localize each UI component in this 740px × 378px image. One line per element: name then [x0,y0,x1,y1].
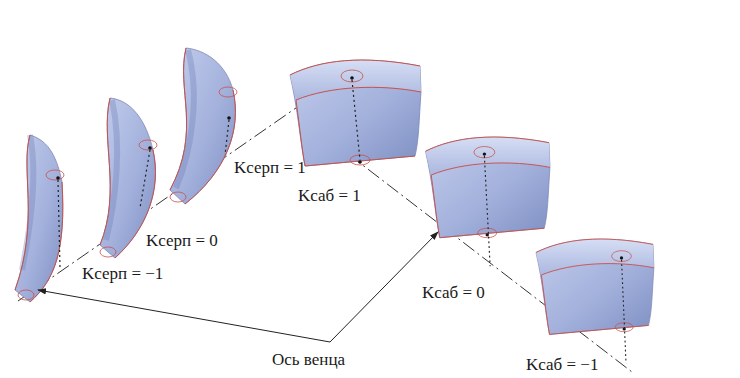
bow-blade [15,135,64,302]
bow-blade [170,48,237,204]
axis-pointer-arrow [38,232,438,342]
coefficient-label: Kсерп = 1 [234,158,306,178]
coefficient-label: Kсаб = −1 [526,355,598,375]
coefficient-label: Kсаб = 1 [298,186,361,206]
coefficient-label: Kсерп = −1 [82,264,163,284]
coefficient-label: Kсаб = 0 [422,283,485,303]
axis-caption: Ось венца [272,350,345,370]
sweep-blade [536,239,654,363]
coefficient-label: Kсерп = 0 [146,231,218,251]
sweep-blade [290,60,421,166]
sweep-blade [426,137,550,266]
